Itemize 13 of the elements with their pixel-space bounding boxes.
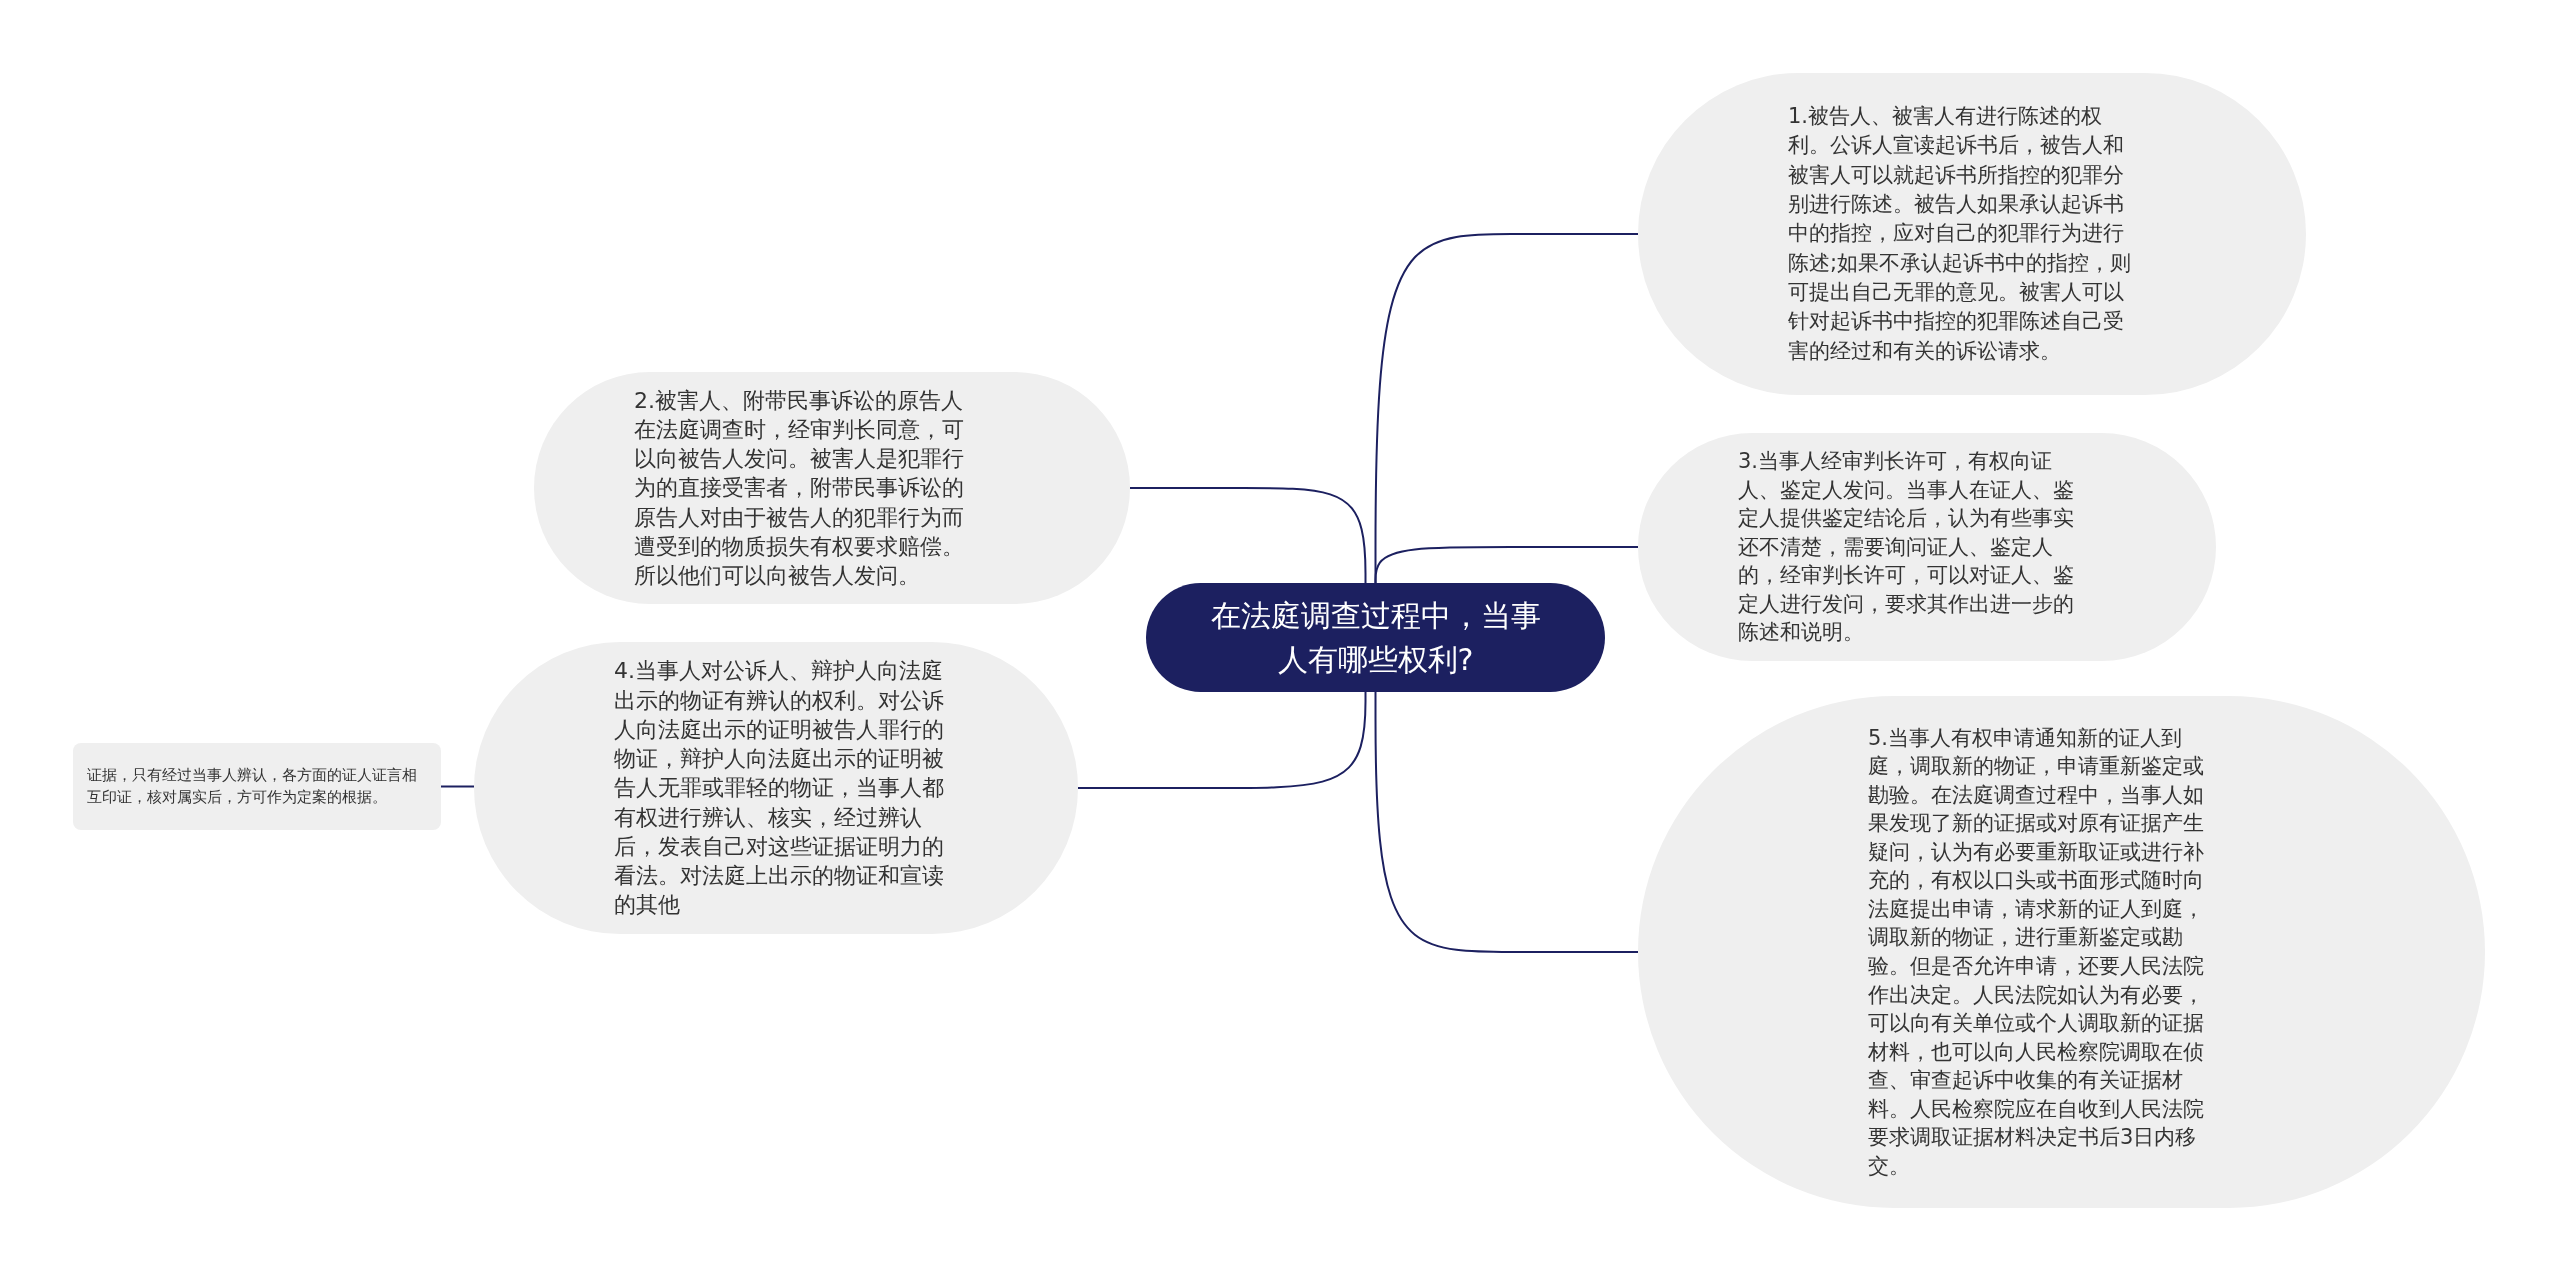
- subtopic-text: 1.被告人、被害人有进行陈述的权利。公诉人宣读起诉书后，被告人和被害人可以就起诉书所指控的犯罪分别进行陈述。被告人如果承认起诉书中的指控，应对自己的犯罪行为进行陈述;如果不承认起诉书中的指控，则可提出自己无罪的意见。被害人可以针对起诉书中指控的犯罪陈述自己受害的经过和有关的诉讼请求。: [1788, 102, 2133, 365]
- note-text: 证据，只有经过当事人辨认，各方面的证人证言相互印证，核对属实后，方可作为定案的根据。: [87, 764, 418, 808]
- subtopic-text: 3.当事人经审判长许可，有权向证人、鉴定人发问。当事人在证人、鉴定人提供鉴定结论后，认为有些事实还不清楚，需要询问证人、鉴定人的，经审判长许可，可以对证人、鉴定人进行发问，要求其作出进一步的陈述和说明。: [1738, 448, 2075, 647]
- connector-line: [1077, 691, 1367, 789]
- note-card: [73, 743, 441, 830]
- topic-text: 在法庭调查过程中，当事人有哪些权利?: [1209, 597, 1542, 679]
- connector-line: [440, 785, 475, 788]
- subtopic-text: 4.当事人对公诉人、辩护人向法庭出示的物证有辨认的权利。对公诉人向法庭出示的证明被告人罪行的物证，辩护人向法庭出示的证明被告人无罪或罪轻的物证，当事人都有权进行辨认、核实，经过辨认后，发表自己对这些证据证明力的看法。对法庭上出示的物证和宣读的其他: [614, 657, 945, 920]
- subtopic-text: 5.当事人有权申请通知新的证人到庭，调取新的物证，申请重新鉴定或勘验。在法庭调查过程中，当事人如果发现了新的证据或对原有证据产生疑问，认为有必要重新取证或进行补充的，有权以口头或书面形式随时向法庭提出申请，请求新的证人到庭，调取新的物证，进行重新鉴定或勘验。但是否允许申请，还要人民法院作出决定。人民法院如认为有必要，可以向有关单位或个人调取新的证据材料，也可以向人民检察院调取在侦查、审查起诉中收集的有关证据材料。人民检察院应在自收到人民法院要求调取证据材料决定书后3日内移交。: [1868, 724, 2205, 1180]
- connector-line: [1374, 546, 1639, 584]
- subtopic-text: 2.被害人、附带民事诉讼的原告人在法庭调查时，经审判长同意，可以向被告人发问。被害人是犯罪行为的直接受害者，附带民事诉讼的原告人对由于被告人的犯罪行为而遭受到的物质损失有权要求赔偿。所以他们可以向被告人发问。: [634, 386, 965, 591]
- connector-line: [1374, 691, 1639, 953]
- connector-line: [1129, 487, 1367, 584]
